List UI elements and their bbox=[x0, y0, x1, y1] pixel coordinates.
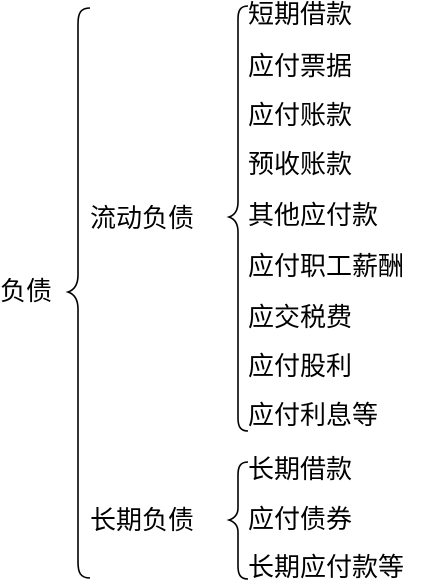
item-label: 应付股利 bbox=[248, 352, 353, 382]
group-label-long-term: 长期负债 bbox=[90, 506, 195, 536]
item-label: 应付账款 bbox=[248, 101, 353, 131]
item-label: 应付票据 bbox=[248, 52, 353, 82]
long-term-liabilities-brace bbox=[226, 461, 249, 580]
item-label: 应交税费 bbox=[248, 303, 353, 333]
item-label: 长期借款 bbox=[248, 455, 353, 485]
item-label: 短期借款 bbox=[248, 0, 353, 30]
item-label: 应付利息等 bbox=[248, 401, 379, 431]
item-label: 应付职工薪酬 bbox=[248, 252, 405, 282]
group-label-current: 流动负债 bbox=[90, 204, 195, 234]
item-label: 其他应付款 bbox=[248, 201, 379, 231]
root-label: 负债 bbox=[0, 277, 53, 307]
current-liabilities-brace bbox=[226, 5, 249, 432]
item-label: 预收账款 bbox=[248, 150, 353, 180]
item-label: 长期应付款等 bbox=[248, 553, 405, 583]
root-brace bbox=[65, 7, 91, 579]
item-label: 应付债券 bbox=[248, 505, 353, 535]
